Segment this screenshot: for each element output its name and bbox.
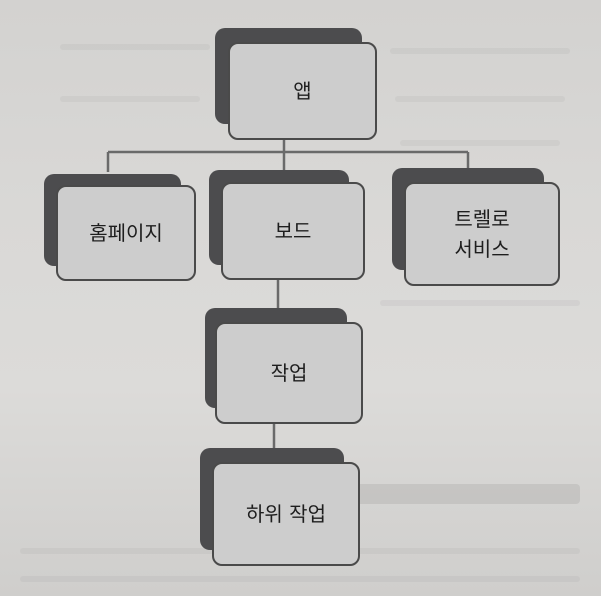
node-homepage-label: 홈페이지 xyxy=(89,221,163,245)
background-text-line xyxy=(395,96,565,102)
node-trello-service-label: 트렐로 서비스 xyxy=(454,207,510,261)
background-text-line xyxy=(20,576,580,582)
node-task: 작업 xyxy=(205,308,363,424)
background-text-line xyxy=(60,96,200,102)
background-heading xyxy=(340,484,580,504)
node-trello-service-box: 트렐로 서비스 xyxy=(404,182,560,286)
node-homepage: 홈페이지 xyxy=(44,174,196,281)
node-app-label: 앱 xyxy=(293,79,312,103)
node-board: 보드 xyxy=(209,170,365,280)
node-subtask-label: 하위 작업 xyxy=(246,502,326,526)
node-trello-service: 트렐로 서비스 xyxy=(392,168,560,286)
node-app: 앱 xyxy=(215,28,377,140)
node-app-box: 앱 xyxy=(228,42,377,140)
node-homepage-box: 홈페이지 xyxy=(56,185,196,281)
background-text-line xyxy=(60,44,210,50)
background-text-line xyxy=(400,140,560,146)
node-board-box: 보드 xyxy=(221,182,365,280)
node-board-label: 보드 xyxy=(274,219,312,243)
background-text-line xyxy=(380,300,580,306)
node-subtask-box: 하위 작업 xyxy=(212,462,360,566)
node-task-label: 작업 xyxy=(270,361,308,385)
node-task-box: 작업 xyxy=(215,322,363,424)
node-subtask: 하위 작업 xyxy=(200,448,360,566)
background-text-line xyxy=(390,48,570,54)
